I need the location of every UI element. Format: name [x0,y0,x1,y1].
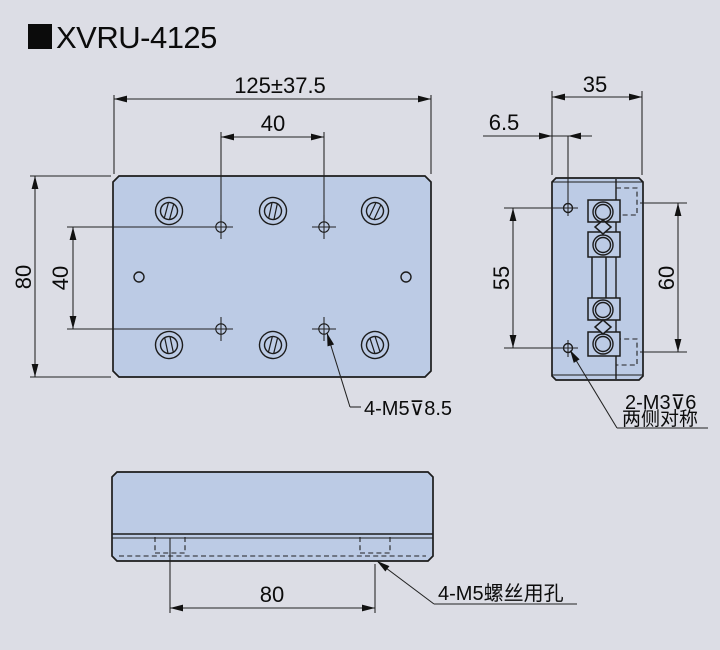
callout-m3-label: 2-M3⊽6 [625,392,696,414]
callout-through-holes-label: 4-M5螺丝用孔 [438,582,564,605]
dim-label-m3-spacing: 55 [489,266,514,290]
page-title: XVRU-4125 [56,20,217,55]
clamp-assembly [587,199,621,357]
dim-label-width: 125±37.5 [234,73,326,98]
hidden-screw-hole [359,537,391,554]
clamp-bar [591,255,607,301]
callout-m3-holes: 2-M3⊽6 两侧对称 [567,348,708,430]
front-view: 80 4-M5螺丝用孔 [111,471,577,613]
pin-hole [133,271,145,283]
pin-hole [400,271,412,283]
dimension-height: 80 [11,175,111,378]
dimension-screw-spacing: 80 [169,538,376,613]
dim-label-height: 80 [11,265,36,289]
side-view: 35 6.5 55 60 [483,72,708,430]
dimension-top-width: 125±37.5 [113,73,432,174]
dim-label-feature-spacing: 60 [654,266,679,290]
callout-m3-note: 两侧对称 [622,408,698,430]
callout-tapped-holes-label: 4-M5⊽8.5 [364,398,452,420]
clamp-notch [593,219,613,235]
dimension-hole-spacing-x: 40 [220,111,325,220]
dim-label-hole-spacing-y: 40 [48,266,73,290]
top-view: 125±37.5 40 80 40 [11,73,452,420]
dimension-hole-spacing-y: 40 [48,226,212,330]
front-view-plate [111,471,434,562]
title: XVRU-4125 [28,20,217,55]
title-marker [28,24,52,49]
dimension-side-width: 35 [551,72,643,175]
callout-through-holes: 4-M5螺丝用孔 [374,558,577,605]
callout-tapped-holes: 4-M5⊽8.5 [323,332,452,420]
hidden-screw-hole [154,537,186,554]
dimension-m3-spacing: 55 [489,207,578,349]
dim-label-screw-spacing: 80 [260,582,284,607]
dimension-feature-spacing: 60 [640,202,687,353]
dimension-hole-offset: 6.5 [483,110,592,216]
hidden-feature [615,338,638,366]
dim-label-side-width: 35 [583,72,607,97]
dim-label-hole-offset: 6.5 [489,110,520,135]
top-view-plate [112,175,432,378]
dim-label-hole-spacing-x: 40 [261,111,285,136]
